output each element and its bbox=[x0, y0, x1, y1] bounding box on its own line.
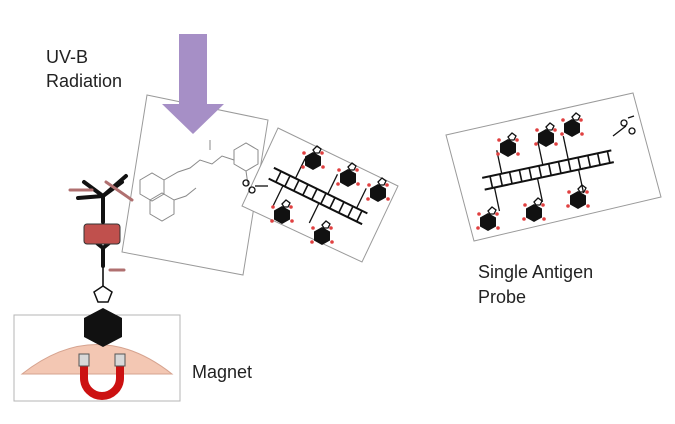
streptavidin-bead bbox=[84, 308, 122, 347]
crosslinker-structure bbox=[139, 140, 259, 222]
probe-linker-icon bbox=[612, 115, 636, 137]
antibody-stack bbox=[68, 174, 134, 347]
linker-icon bbox=[242, 179, 268, 194]
antibody-upper-icon bbox=[68, 174, 134, 224]
probe-dna-duplex bbox=[481, 135, 615, 212]
down-arrow-icon bbox=[162, 34, 224, 134]
dna-duplex bbox=[268, 158, 368, 226]
uvb-label-line1: UV-B bbox=[46, 47, 89, 67]
probe-label-line2: Probe bbox=[478, 287, 527, 307]
conjugate-card bbox=[241, 127, 399, 263]
horseshoe-magnet-icon bbox=[78, 353, 126, 400]
magnet-label: Magnet bbox=[192, 362, 253, 382]
single-antigen-probe-card bbox=[445, 92, 662, 242]
biotin-icon bbox=[93, 285, 113, 303]
uvb-label-line2: Radiation bbox=[46, 71, 123, 91]
probe-label-line1: Single Antigen bbox=[478, 262, 594, 282]
antigen-block bbox=[83, 223, 121, 245]
